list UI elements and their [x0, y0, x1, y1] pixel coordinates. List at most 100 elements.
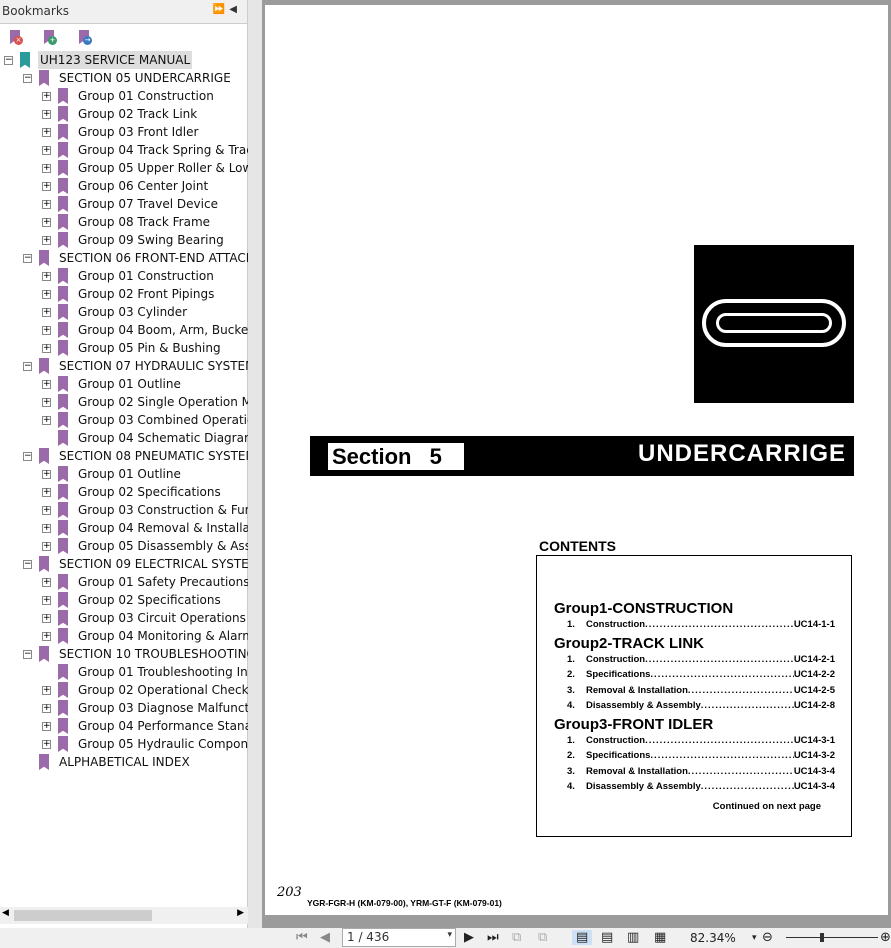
expand-icon[interactable]: + [42, 163, 51, 173]
bookmark-item[interactable]: −SECTION 05 UNDERCARRIGE [0, 69, 248, 87]
zoom-out-button[interactable]: ⊖ [762, 930, 773, 945]
collapse-icon[interactable]: − [23, 361, 32, 371]
expand-icon[interactable]: + [42, 127, 51, 137]
expand-icon[interactable]: + [42, 577, 51, 587]
bookmark-item[interactable]: +Group 05 Upper Roller & Lower [0, 159, 248, 177]
bookmark-item[interactable]: +Group 02 Specifications [0, 483, 248, 501]
bookmark-item[interactable]: +Group 01 Outline [0, 465, 248, 483]
bookmark-item[interactable]: −SECTION 09 ELECTRICAL SYSTEM [0, 555, 248, 573]
collapse-icon[interactable]: − [4, 55, 13, 65]
bookmark-item[interactable]: +Group 02 Front Pipings [0, 285, 248, 303]
bookmark-item[interactable]: −SECTION 07 HYDRAULIC SYSTEM [0, 357, 248, 375]
zoom-in-button[interactable]: ⊕ [880, 930, 891, 945]
bookmark-item[interactable]: +Group 04 Monitoring & Alarming [0, 627, 248, 645]
expand-icon[interactable]: + [42, 685, 51, 695]
expand-icon[interactable]: + [42, 307, 51, 317]
previous-view-button[interactable]: ⧉ [512, 930, 522, 945]
zoom-level[interactable]: 82.34% [690, 931, 736, 945]
page-number-input[interactable]: 1 / 436 [342, 928, 456, 947]
bookmark-item[interactable]: +Group 02 Track Link [0, 105, 248, 123]
expand-icon[interactable]: + [42, 109, 51, 119]
expand-icon[interactable]: + [42, 595, 51, 605]
expand-icon[interactable]: + [42, 721, 51, 731]
expand-icon[interactable]: + [42, 397, 51, 407]
panel-options-icon[interactable]: ⏩ [212, 4, 230, 15]
single-page-button[interactable]: ▤ [572, 930, 593, 945]
scrollbar-thumb[interactable] [14, 910, 152, 921]
collapse-panel-icon[interactable]: ◀ [229, 4, 241, 15]
bookmark-item[interactable]: +Group 04 Boom, Arm, Bucket [0, 321, 248, 339]
expand-icon[interactable]: + [42, 235, 51, 245]
expand-icon[interactable]: + [42, 541, 51, 551]
facing-button[interactable]: ▥ [627, 930, 640, 945]
expand-icon[interactable]: + [42, 217, 51, 227]
bookmark-item[interactable]: +Group 07 Travel Device [0, 195, 248, 213]
expand-icon[interactable]: + [42, 631, 51, 641]
bookmark-item[interactable]: +Group 02 Single Operation Mode [0, 393, 248, 411]
bookmark-item[interactable]: +Group 03 Circuit Operations [0, 609, 248, 627]
next-page-button[interactable]: ▶ [464, 930, 474, 945]
expand-icon[interactable]: + [42, 703, 51, 713]
expand-icon[interactable]: + [42, 343, 51, 353]
bookmark-item[interactable]: +Group 05 Hydraulic Component [0, 735, 248, 753]
bookmark-item[interactable]: +Group 03 Construction & Function [0, 501, 248, 519]
expand-icon[interactable]: + [42, 91, 51, 101]
expand-icon[interactable]: + [42, 739, 51, 749]
collapse-icon[interactable]: − [23, 451, 32, 461]
collapse-icon[interactable]: − [23, 253, 32, 263]
zoom-slider-thumb[interactable] [820, 933, 824, 942]
expand-icon[interactable]: + [42, 289, 51, 299]
bookmark-item[interactable]: +Group 04 Track Spring & Track [0, 141, 248, 159]
zoom-dropdown-icon[interactable]: ▾ [752, 933, 757, 943]
bookmark-item[interactable]: +Group 02 Operational Checkout [0, 681, 248, 699]
expand-icon[interactable]: + [42, 379, 51, 389]
bookmark-item[interactable]: +Group 03 Front Idler [0, 123, 248, 141]
bookmark-item[interactable]: +Group 01 Safety Precautions [0, 573, 248, 591]
bookmark-item[interactable]: +Group 04 Performance Stanard [0, 717, 248, 735]
expand-icon[interactable]: + [42, 523, 51, 533]
continuous-button[interactable]: ▤ [601, 930, 614, 945]
expand-icon[interactable]: + [42, 505, 51, 515]
bookmark-item[interactable]: +Group 03 Combined Operation [0, 411, 248, 429]
bookmark-item[interactable]: +Group 01 Outline [0, 375, 248, 393]
expand-icon[interactable]: + [42, 613, 51, 623]
bookmark-item[interactable]: +Group 06 Center Joint [0, 177, 248, 195]
bookmark-item[interactable]: +Group 05 Pin & Bushing [0, 339, 248, 357]
bookmark-item[interactable]: +Group 03 Diagnose Malfunction [0, 699, 248, 717]
expand-icon[interactable]: + [42, 181, 51, 191]
expand-icon[interactable]: + [42, 199, 51, 209]
first-page-button[interactable]: ⏮ [296, 930, 308, 945]
last-page-button[interactable]: ⏭ [487, 930, 499, 945]
bookmark-item[interactable]: Group 04 Schematic Diagram [0, 429, 248, 447]
bookmark-item[interactable]: +Group 03 Cylinder [0, 303, 248, 321]
panel-splitter[interactable] [248, 0, 262, 928]
bookmark-item[interactable]: −SECTION 08 PNEUMATIC SYSTEM [0, 447, 248, 465]
collapse-icon[interactable]: − [23, 649, 32, 659]
zoom-slider[interactable] [786, 933, 878, 942]
bookmark-item[interactable]: Group 01 Troubleshooting Introduction [0, 663, 248, 681]
bookmark-item[interactable]: −UH123 SERVICE MANUAL [0, 51, 248, 69]
expand-icon[interactable]: + [42, 487, 51, 497]
continued-note: Continued on next page [712, 800, 821, 812]
expand-icon[interactable]: + [42, 415, 51, 425]
collapse-icon[interactable]: − [23, 73, 32, 83]
previous-page-button[interactable]: ◀ [320, 930, 330, 945]
bookmark-item[interactable]: +Group 04 Removal & Installation [0, 519, 248, 537]
bookmark-item[interactable]: −SECTION 06 FRONT-END ATTACHMENT [0, 249, 248, 267]
continuous-facing-button[interactable]: ▦ [654, 930, 667, 945]
bookmark-item[interactable]: −SECTION 10 TROUBLESHOOTING [0, 645, 248, 663]
bookmark-item[interactable]: +Group 09 Swing Bearing [0, 231, 248, 249]
bookmark-item[interactable]: ALPHABETICAL INDEX [0, 753, 248, 771]
expand-icon[interactable]: + [42, 145, 51, 155]
expand-icon[interactable]: + [42, 469, 51, 479]
next-view-button[interactable]: ⧉ [538, 930, 548, 945]
collapse-icon[interactable]: − [23, 559, 32, 569]
expand-icon[interactable]: + [42, 271, 51, 281]
horizontal-scrollbar[interactable]: ◀▶ [0, 907, 248, 924]
bookmark-item[interactable]: +Group 08 Track Frame [0, 213, 248, 231]
expand-icon[interactable]: + [42, 325, 51, 335]
bookmark-item[interactable]: +Group 01 Construction [0, 87, 248, 105]
bookmark-item[interactable]: +Group 02 Specifications [0, 591, 248, 609]
bookmark-item[interactable]: +Group 01 Construction [0, 267, 248, 285]
bookmark-item[interactable]: +Group 05 Disassembly & Assembly [0, 537, 248, 555]
